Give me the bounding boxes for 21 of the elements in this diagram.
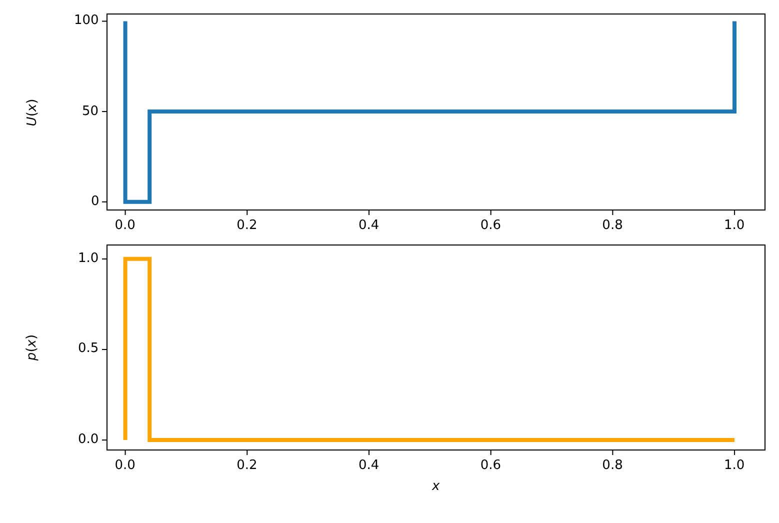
axis-label: p(x): [24, 334, 40, 361]
tick-label: 0.5: [78, 341, 99, 356]
tick-label: 1.0: [724, 218, 745, 233]
tick-label: 0.0: [114, 218, 136, 233]
tick-label: 50: [82, 104, 99, 119]
axis-label: x: [432, 479, 440, 494]
tick-label: 0.0: [78, 432, 99, 448]
tick-label: 0.6: [480, 218, 502, 233]
axis-label: U(x): [24, 98, 40, 126]
tick-label: 1.0: [78, 250, 99, 266]
tick-label: 0.8: [602, 218, 623, 233]
tick-label: 0.4: [358, 218, 380, 233]
tick-label: 0: [91, 194, 100, 209]
tick-label: 1.0: [724, 458, 745, 473]
tick-label: 0.6: [480, 458, 502, 473]
tick-label: 0.4: [358, 458, 380, 473]
tick-label: 0.2: [236, 458, 258, 473]
tick-label: 0.2: [236, 218, 258, 233]
tick-label: 0.0: [114, 458, 136, 473]
tick-label: 0.8: [602, 458, 623, 473]
tick-label: 100: [74, 13, 99, 28]
